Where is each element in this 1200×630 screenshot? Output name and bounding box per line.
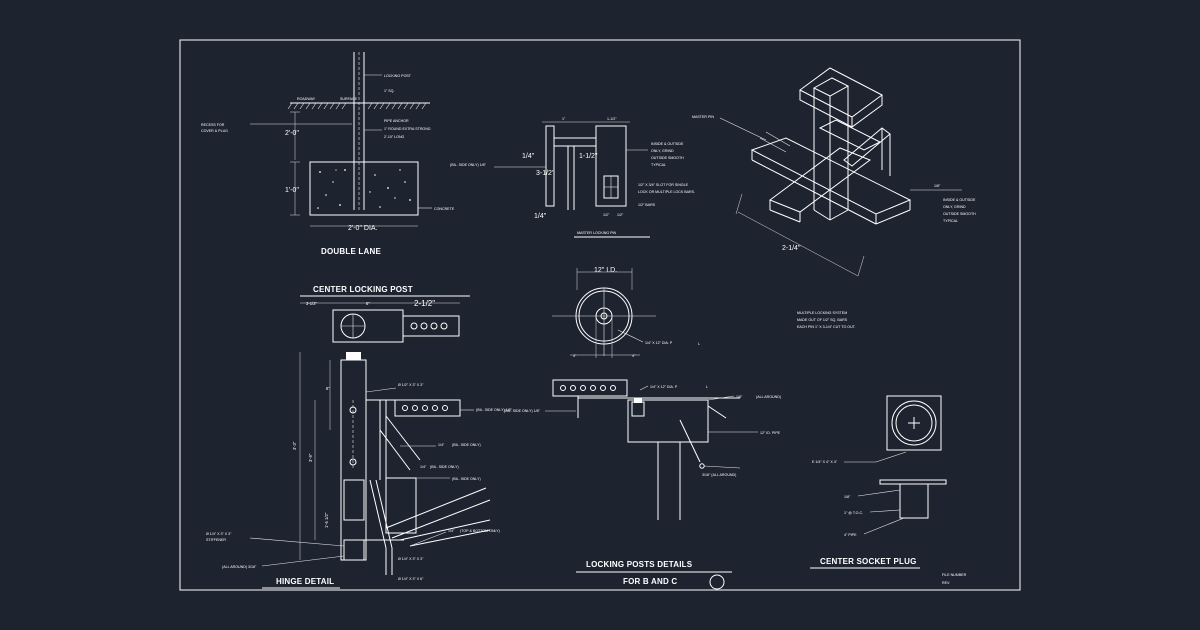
cp-note-3: 1/4" bbox=[438, 443, 445, 447]
cp-dim-g: 1'-6 1/2" bbox=[324, 512, 329, 528]
pipe-anchor-label-1: PIPE ANCHOR bbox=[384, 119, 409, 123]
surface-label: SURFACE bbox=[340, 97, 358, 101]
pin-bars-label: 1/2" BARS bbox=[638, 203, 656, 207]
title-block-line-1: FILE NUMBER bbox=[942, 573, 967, 577]
master-pin-title: MASTER LOCKING PIN bbox=[577, 231, 617, 235]
master-locking-pin-detail: 1" 1-1/2" 1/4" 1-1/2" 3-1/2" 1/4" 1/2" 1… bbox=[450, 117, 695, 238]
cp-dim-c: 2-1/2" bbox=[414, 299, 435, 308]
sleeve-dim-top: 12" I.D. bbox=[594, 267, 617, 274]
ps-dia-note: 1/4" X 12" DIA. P bbox=[650, 385, 678, 389]
cp-note-2: (BIL. SIDE ONLY) 1/8" bbox=[476, 408, 513, 412]
iso-weld-label: 1/8" bbox=[934, 184, 941, 188]
ps-l-note: L bbox=[706, 385, 708, 389]
cp-dim-d: 8" bbox=[326, 386, 330, 391]
pin-dim-7: 1/2" bbox=[603, 213, 610, 217]
pin-inside-outside-3: OUTSIDE SMOOTH bbox=[651, 156, 684, 160]
pin-dim-8: 1/2" bbox=[617, 213, 624, 217]
iso-multiple-2: MADE OUT OF 1/2" SQ. BARS bbox=[797, 318, 848, 322]
cp-dim-f: 3'-9" bbox=[308, 453, 313, 462]
pin-slot-1: 1/2" X 3/4" SLOT FOR SINGLE bbox=[638, 183, 689, 187]
iso-multiple-3: EACH PIN 1" X 3-1/4" CUT TO OUT. bbox=[797, 325, 856, 329]
pin-dim-3: 1/4" bbox=[522, 153, 535, 160]
cp-note-6: (BIL. SIDE ONLY) bbox=[430, 465, 459, 469]
socket-plug-title: CENTER SOCKET PLUG bbox=[820, 557, 917, 566]
pin-inside-outside-1: INSIDE & OUTSIDE bbox=[651, 142, 684, 146]
cp-stiffener-2: STIFFENER bbox=[206, 538, 226, 542]
center-socket-plug-detail: E 1/4" X 4" X 4" 1/8" 1" @ T.O.C. 4" PIP… bbox=[810, 395, 967, 585]
pin-inside-outside-2: ONLY, GRIND bbox=[651, 149, 674, 153]
roadway-label: ROADWAY bbox=[297, 97, 316, 101]
locking-post-section: 1/4" X 12" DIA. P L (BIL. SIDE ONLY) 1/8… bbox=[504, 379, 781, 590]
double-lane-detail: LOCKING POST 1" SQ. ROADWAY SURFACE RECE… bbox=[201, 52, 455, 256]
ps-weld-1: (BIL. SIDE ONLY) 1/8" bbox=[504, 409, 541, 413]
iso-dim-label: 2-1/4" bbox=[782, 245, 801, 252]
sheet-border bbox=[179, 39, 1021, 591]
pin-inside-outside-4: TYPICAL bbox=[651, 163, 666, 167]
cp-note-4: (BIL. SIDE ONLY) bbox=[452, 443, 481, 447]
sleeve-dim-side-right: 4" bbox=[632, 354, 636, 358]
pipe-anchor-label-2: 1" ROUND EXTRA STRONG bbox=[384, 127, 431, 131]
pin-weld-label: (BIL. SIDE ONLY) 1/8" bbox=[450, 163, 487, 167]
recess-label-1: RECESS FOR bbox=[201, 123, 225, 127]
title-block-line-2: REV. bbox=[942, 581, 950, 585]
sp-note-4: 4" PIPE bbox=[844, 533, 857, 537]
concrete-label: CONCRETE bbox=[434, 207, 455, 211]
double-lane-title: DOUBLE LANE bbox=[321, 247, 381, 256]
iso-inside-outside-3: OUTSIDE SMOOTH bbox=[943, 212, 976, 216]
sp-note-2: 1/8" bbox=[844, 495, 851, 499]
ps-pipe: 12" ID. PIPE bbox=[760, 431, 781, 435]
ps-all-around-2: 3/16" (ALL AROUND) bbox=[702, 473, 736, 477]
cp-note-11: Ø 1/4" X 3" X 6" bbox=[398, 577, 424, 581]
dim-1ft-0: 1'-0" bbox=[285, 187, 299, 194]
sleeve-dia-note: 1/4" X 12" DIA. P bbox=[645, 341, 673, 345]
iso-multiple-1: MULTIPLE LOCKING SYSTEM bbox=[797, 311, 847, 315]
sleeve-dim-side-left: 4" bbox=[573, 354, 577, 358]
dim-dia: 2'-0" DIA. bbox=[348, 225, 378, 232]
cp-note-8: 1/4" bbox=[448, 529, 455, 533]
iso-master-pin-label: MASTER PIN bbox=[692, 115, 714, 119]
locking-details-subtitle: FOR B AND C bbox=[623, 577, 677, 586]
cp-dim-b: 6" bbox=[366, 301, 370, 306]
pin-dim-2: 1-1/2" bbox=[607, 117, 617, 121]
pipe-anchor-label-3: 2'-10" LONG bbox=[384, 135, 405, 139]
cp-stiffener-1: Ø 1/4" X 3" X 3" bbox=[206, 532, 232, 536]
pin-dim-1: 1" bbox=[562, 117, 566, 121]
pin-dim-6: 1/4" bbox=[534, 213, 547, 220]
cp-dim-a: 3-1/2" bbox=[306, 301, 318, 306]
sq-label: 1" SQ. bbox=[384, 89, 394, 93]
ps-weld-2: 1/8" bbox=[736, 395, 743, 399]
pin-slot-2: LOCK OR MULTIPLE LOCK BARS. bbox=[638, 190, 695, 194]
sleeve-l-note: L bbox=[698, 342, 700, 346]
cp-note-1: Ø 1/2" X 3" X 3" bbox=[398, 383, 424, 387]
isometric-locking-system: 2-1/4" MASTER PIN 1/8" INSIDE & OUTSIDE … bbox=[692, 67, 976, 329]
center-locking-post-detail: CENTER LOCKING POST 3-1/2" 6" 2-1/2" 8" … bbox=[206, 285, 513, 589]
center-post-title: CENTER LOCKING POST bbox=[313, 285, 413, 294]
cp-note-9: (TOP & BOTTOM ONLY) bbox=[460, 529, 500, 533]
sp-note-1: E 1/4" X 4" X 4" bbox=[812, 460, 838, 464]
locking-details-title: LOCKING POSTS DETAILS bbox=[586, 560, 693, 569]
hinge-detail-title: HINGE DETAIL bbox=[276, 577, 334, 586]
recess-label-2: COVER & PLUG bbox=[201, 129, 228, 133]
iso-inside-outside-2: ONLY, GRIND bbox=[943, 205, 966, 209]
cp-note-10: Ø 1/4" X 3" X 3" bbox=[398, 557, 424, 561]
cp-note-7: (BIL. SIDE ONLY) bbox=[452, 477, 481, 481]
pin-dim-4: 1-1/2" bbox=[579, 153, 598, 160]
cp-note-5: 1/4" bbox=[420, 465, 427, 469]
ps-all-around: (ALL AROUND) bbox=[756, 395, 781, 399]
iso-inside-outside-4: TYPICAL bbox=[943, 219, 958, 223]
locking-post-label: LOCKING POST bbox=[384, 74, 412, 78]
sp-note-3: 1" @ T.O.C. bbox=[844, 511, 863, 515]
cp-dim-e: 3'-3" bbox=[292, 441, 297, 450]
dim-2ft-0: 2'-0" bbox=[285, 130, 299, 137]
sleeve-top-view: 12" I.D. 4" 4" 1/4" X 12" DIA. P L bbox=[552, 267, 700, 358]
iso-inside-outside-1: INSIDE & OUTSIDE bbox=[943, 198, 976, 202]
pin-dim-5: 3-1/2" bbox=[536, 170, 555, 177]
cp-all-around: (ALL AROUND) 3/16" bbox=[222, 565, 257, 569]
